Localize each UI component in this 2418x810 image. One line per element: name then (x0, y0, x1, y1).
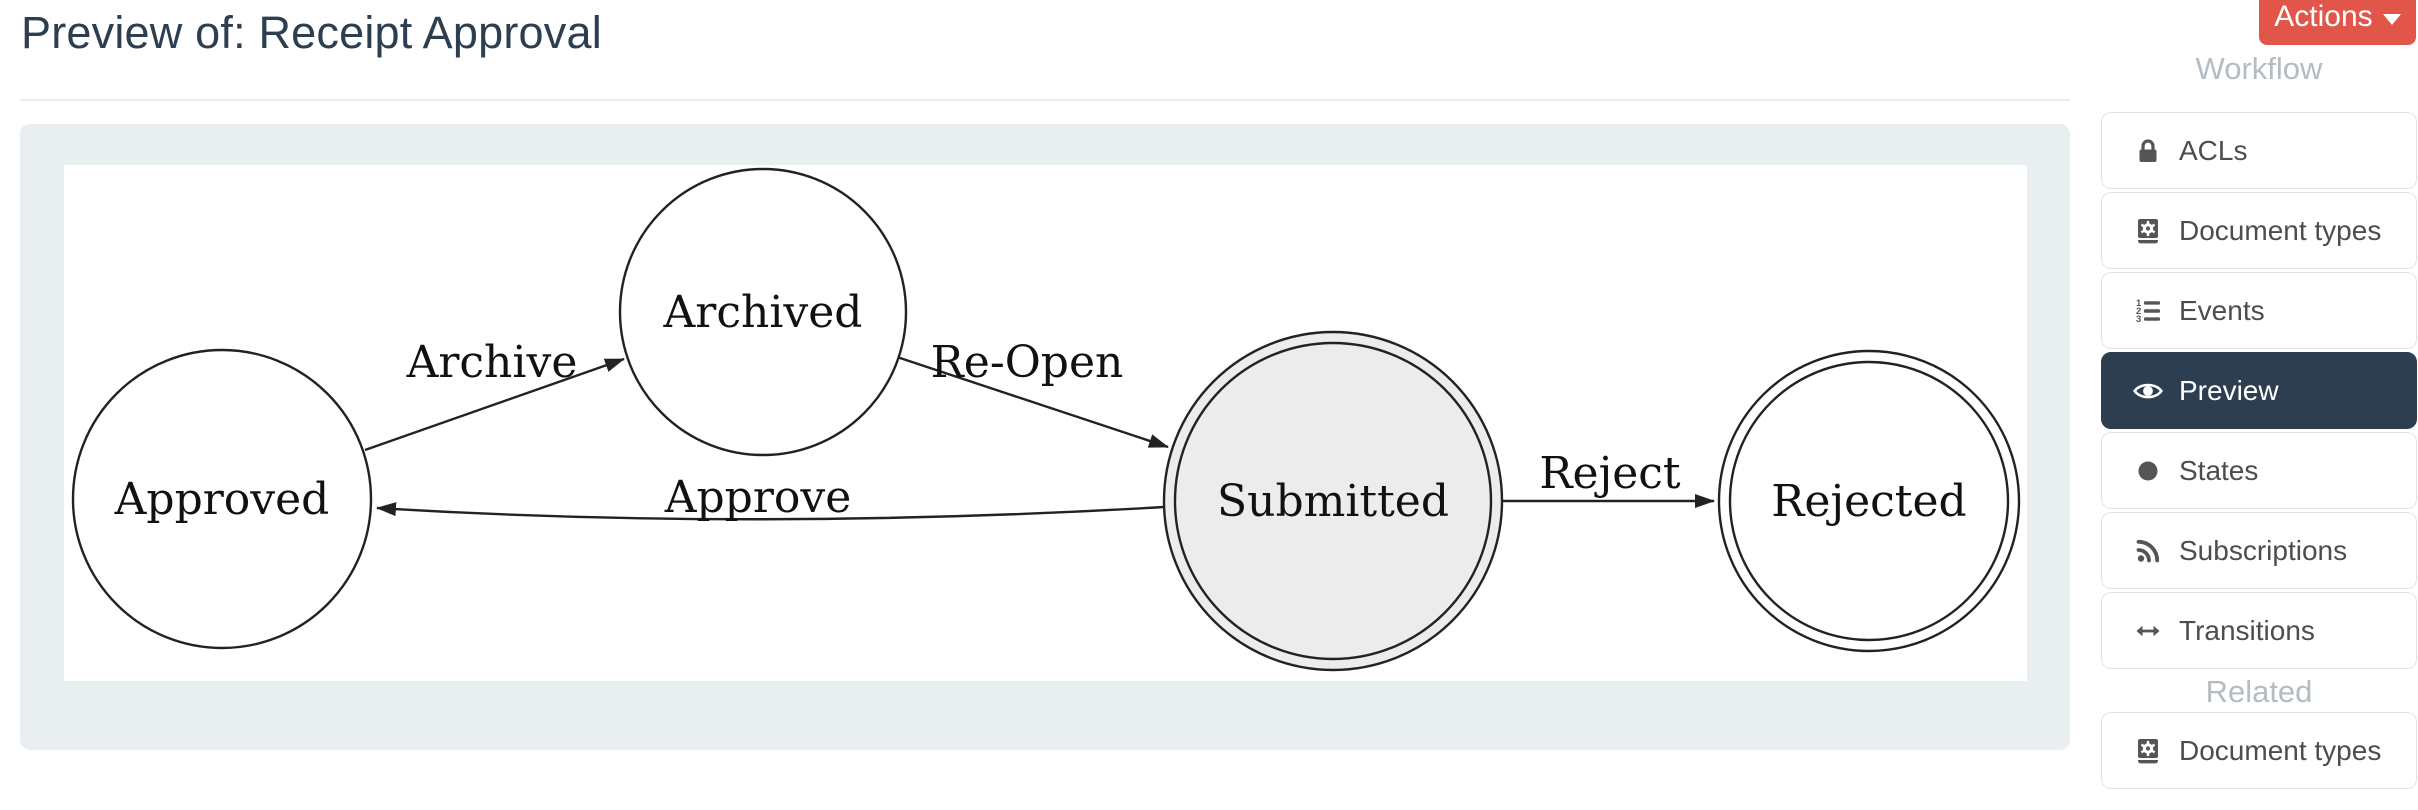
sidebar-item-label: Transitions (2179, 614, 2315, 646)
workflow-transition-re-open: Re-Open (896, 337, 1169, 449)
caret-down-icon (2382, 13, 2401, 25)
svg-text:1: 1 (2136, 298, 2142, 309)
sidebar-heading-related: Related (2205, 674, 2313, 709)
transition-label-approve: Approve (664, 472, 852, 523)
workflow-transition-archive: Archive (364, 337, 625, 452)
sidebar-item-events[interactable]: 1 2 3 Events (2101, 272, 2417, 349)
lock-icon (2132, 135, 2164, 167)
diagram-panel: Archive Re-Open Approve Reject Approved (20, 124, 2070, 750)
sidebar-item-label: Document types (2179, 214, 2382, 246)
book-gear-icon (2132, 215, 2164, 247)
sidebar-item-document-types[interactable]: Document types (2101, 192, 2417, 269)
actions-button-label: Actions (2274, 0, 2373, 33)
ordered-list-icon: 1 2 3 (2132, 295, 2164, 327)
sidebar-item-states[interactable]: States (2101, 432, 2417, 509)
diagram-canvas: Archive Re-Open Approve Reject Approved (64, 165, 2027, 681)
sidebar-heading-workflow: Workflow (2195, 51, 2323, 86)
sidebar-item-label: Preview (2179, 374, 2279, 406)
transition-label-archive: Archive (406, 337, 578, 388)
state-label-submitted: Submitted (1217, 476, 1449, 527)
workflow-transition-approve: Approve (376, 472, 1165, 523)
sidebar-item-label: Events (2179, 294, 2265, 326)
state-label-archived: Archived (663, 287, 863, 338)
workflow-state-archived: Archived (618, 167, 908, 457)
sidebar: Workflow ACLs (2101, 0, 2417, 792)
page-title: Preview of: Receipt Approval (21, 7, 602, 58)
state-label-rejected: Rejected (1771, 476, 1966, 527)
workflow-state-submitted: Submitted (1162, 330, 1504, 672)
sidebar-item-acls[interactable]: ACLs (2101, 112, 2417, 189)
transitions-icon (2132, 615, 2164, 647)
sidebar-item-related-document-types[interactable]: Document types (2101, 712, 2417, 789)
sidebar-item-label: ACLs (2179, 134, 2248, 166)
circle-icon (2132, 455, 2164, 487)
svg-text:2: 2 (2136, 306, 2141, 317)
svg-text:3: 3 (2136, 314, 2141, 325)
transition-label-reject: Reject (1539, 448, 1680, 499)
book-gear-icon (2132, 735, 2164, 767)
workflow-diagram: Archive Re-Open Approve Reject Approved (71, 167, 2021, 672)
sidebar-item-label: States (2179, 454, 2259, 486)
title-divider (20, 99, 2070, 101)
sidebar-item-preview[interactable]: Preview (2101, 352, 2417, 429)
sidebar-item-label: Subscriptions (2179, 534, 2348, 566)
sidebar-item-label: Document types (2179, 734, 2382, 766)
rss-icon (2132, 535, 2164, 567)
workflow-state-rejected: Rejected (1717, 349, 2021, 653)
actions-button[interactable]: Actions (2259, 0, 2416, 45)
sidebar-item-transitions[interactable]: Transitions (2101, 592, 2417, 669)
workflow-state-approved: Approved (71, 348, 373, 650)
workflow-transition-reject: Reject (1502, 448, 1715, 508)
sidebar-item-subscriptions[interactable]: Subscriptions (2101, 512, 2417, 589)
eye-icon (2132, 375, 2164, 407)
state-label-approved: Approved (114, 474, 330, 525)
transition-label-re-open: Re-Open (931, 337, 1124, 388)
